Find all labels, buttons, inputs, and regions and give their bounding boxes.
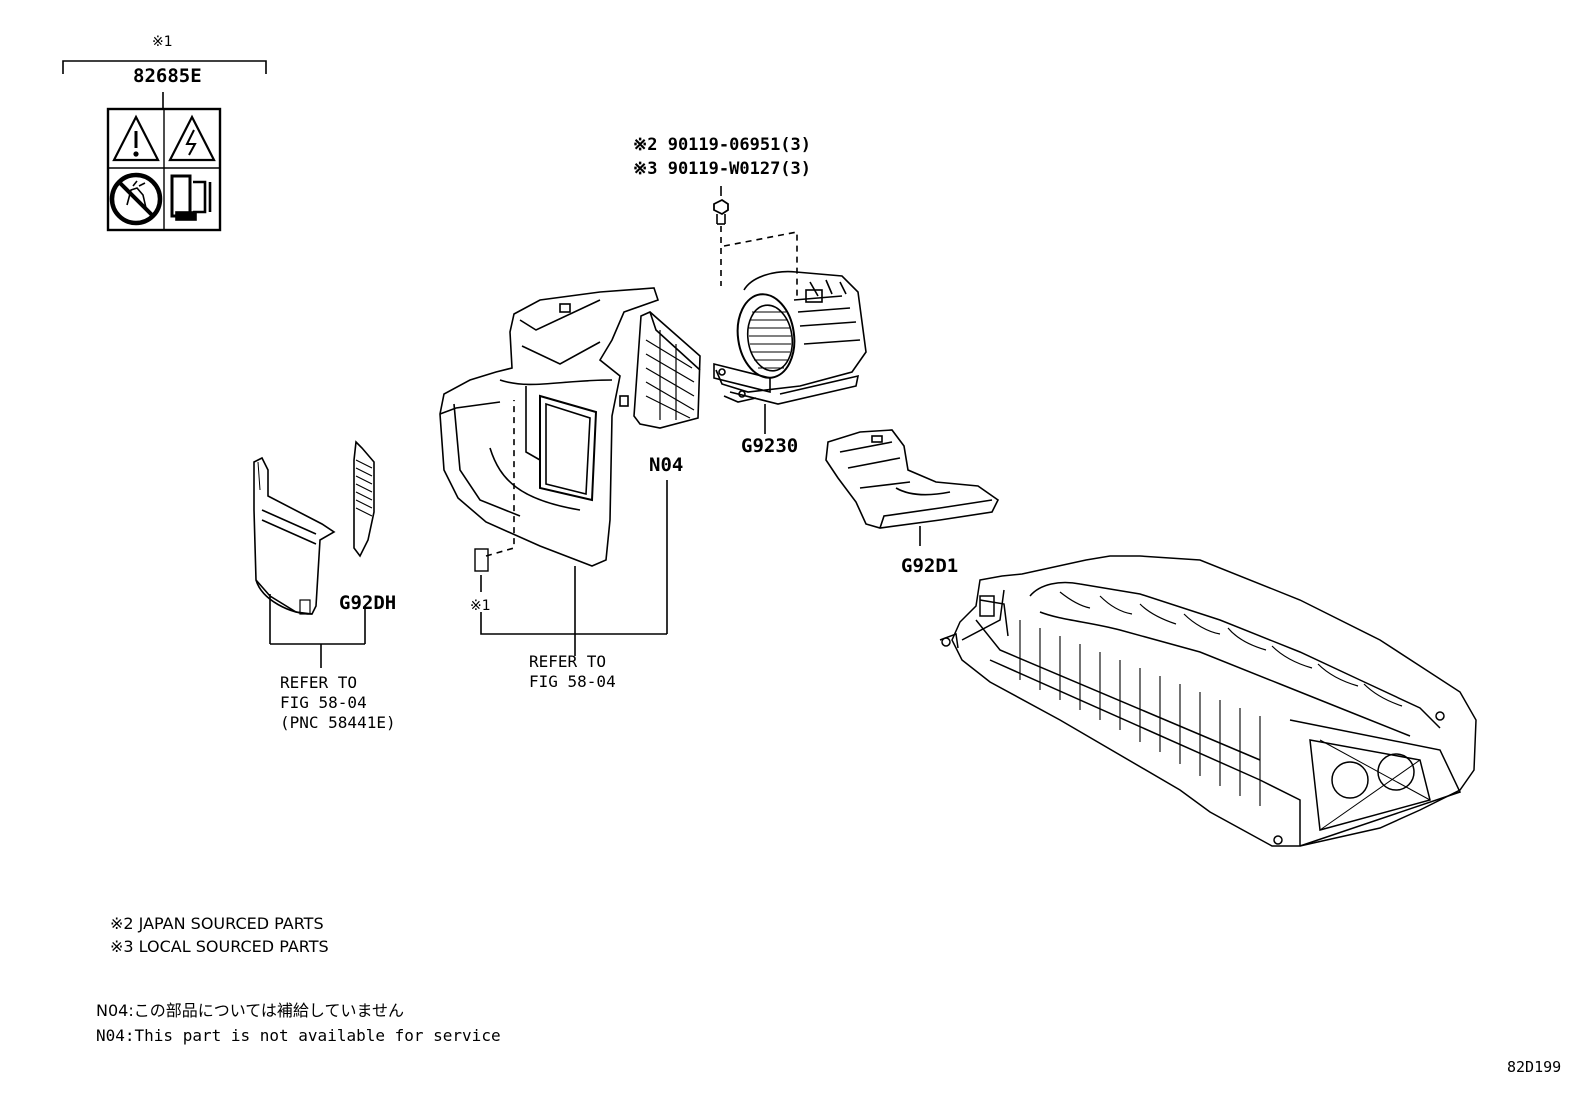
caution-label xyxy=(106,107,222,232)
main-trim-assembly xyxy=(439,287,660,567)
panel-N04 xyxy=(633,311,701,429)
mark1-label-small: ※1 xyxy=(470,598,491,614)
bolt-part-number-1[interactable]: ※2 90119-06951(3) xyxy=(633,135,812,155)
part-number-G92DH[interactable]: G92DH xyxy=(339,592,397,614)
note-japan-sourced: ※2 JAPAN SOURCED PARTS xyxy=(110,914,324,933)
refer-left-line3[interactable]: (PNC 58441E) xyxy=(280,713,396,732)
refer-left-line1[interactable]: REFER TO xyxy=(280,673,358,692)
label-bracket xyxy=(62,60,267,74)
bracket-mid xyxy=(480,612,667,635)
battery-pack xyxy=(939,555,1477,847)
part-number-N04[interactable]: N04 xyxy=(649,454,684,476)
no-touch-icon xyxy=(109,172,163,226)
refer-mid-line1[interactable]: REFER TO xyxy=(529,652,607,671)
part-number-G92D1[interactable]: G92D1 xyxy=(901,555,959,577)
small-label-sticker xyxy=(474,548,489,572)
bolt xyxy=(713,186,729,225)
warning-triangle-icon xyxy=(112,114,160,162)
figure-id: 82D199 xyxy=(1507,1058,1562,1076)
bolt-part-number-2[interactable]: ※3 90119-W0127(3) xyxy=(633,159,812,179)
note-n04-japanese: N04:この部品については補給していません xyxy=(96,1001,404,1020)
note-n04-english: N04:This part is not available for servi… xyxy=(96,1026,501,1045)
part-number-G9230[interactable]: G9230 xyxy=(741,435,799,457)
blower-assembly-G9230 xyxy=(713,270,867,405)
part-number-82685E[interactable]: 82685E xyxy=(133,65,202,87)
refer-left-line2[interactable]: FIG 58-04 xyxy=(280,693,367,712)
side-panel-left xyxy=(253,456,336,615)
bolt-dashed-guide xyxy=(720,226,798,296)
duct-G92D1 xyxy=(825,429,1000,529)
high-voltage-icon xyxy=(168,114,216,162)
manual-reference-icon xyxy=(170,174,212,221)
grille-G92DH xyxy=(353,440,375,558)
mark1-label-top: ※1 xyxy=(152,34,173,50)
note-local-sourced: ※3 LOCAL SOURCED PARTS xyxy=(110,937,329,956)
refer-mid-line2[interactable]: FIG 58-04 xyxy=(529,672,616,691)
